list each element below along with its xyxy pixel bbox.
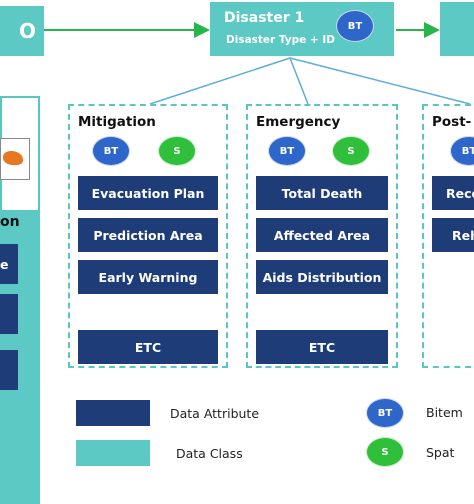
- left-panel-label: on: [0, 214, 20, 230]
- disaster-title: Disaster 1: [224, 10, 305, 26]
- link-emergency: [289, 57, 309, 105]
- attribute-box: Evacuation Plan: [78, 176, 218, 210]
- attribute-label: Reha: [452, 227, 474, 243]
- left-panel-row-label: e: [0, 256, 9, 272]
- group-emergency: Emergency BT S Total Death Affected Area…: [246, 104, 398, 368]
- group-post: Post- BT Reco Reha: [422, 104, 474, 368]
- top-left-label: O: [18, 19, 36, 43]
- bt-badge: BT: [450, 136, 474, 166]
- link-mitigation: [149, 57, 291, 105]
- legend-bt-symbol: BT: [366, 398, 404, 428]
- left-panel-row: [0, 350, 18, 390]
- attribute-box: Early Warning: [78, 260, 218, 294]
- attribute-box: Reco: [432, 176, 474, 210]
- left-panel: on e: [0, 96, 40, 504]
- legend-label-data-class: Data Class: [176, 446, 243, 461]
- link-post: [289, 57, 471, 105]
- legend-swatch-data-attribute: [76, 400, 150, 426]
- s-badge: S: [332, 136, 370, 166]
- attribute-box: Total Death: [256, 176, 388, 210]
- legend-label-bt: Bitem: [426, 405, 463, 420]
- attribute-box: ETC: [78, 330, 218, 364]
- legend-swatch-data-class: [76, 440, 150, 466]
- attribute-box: Aids Distribution: [256, 260, 388, 294]
- left-panel-image: [0, 138, 30, 180]
- legend-label-s: Spat: [426, 445, 455, 460]
- disaster-subtitle: Disaster Type + ID: [226, 34, 336, 46]
- legend-label-data-attribute: Data Attribute: [170, 406, 260, 421]
- group-mitigation: Mitigation BT S Evacuation Plan Predicti…: [68, 104, 228, 368]
- legend-s-symbol: S: [366, 437, 404, 467]
- bt-badge: BT: [92, 136, 130, 166]
- disaster-bt-badge: BT: [336, 10, 374, 42]
- attribute-box: Reha: [432, 218, 474, 252]
- left-panel-class: on e: [0, 210, 40, 504]
- attribute-box: Prediction Area: [78, 218, 218, 252]
- attribute-box: ETC: [256, 330, 388, 364]
- s-badge: S: [158, 136, 196, 166]
- map-shape-icon: [3, 151, 23, 165]
- group-title: Post-: [432, 114, 472, 130]
- top-left-node: O: [0, 6, 44, 56]
- group-title: Mitigation: [78, 114, 156, 130]
- left-panel-row: [0, 294, 18, 334]
- group-title: Emergency: [256, 114, 341, 130]
- left-panel-row: e: [0, 244, 18, 284]
- bt-badge: BT: [268, 136, 306, 166]
- attribute-box: Affected Area: [256, 218, 388, 252]
- disaster-node: Disaster 1 Disaster Type + ID BT: [210, 2, 394, 56]
- attribute-label: Reco: [446, 185, 474, 201]
- next-disaster-node: [440, 2, 474, 56]
